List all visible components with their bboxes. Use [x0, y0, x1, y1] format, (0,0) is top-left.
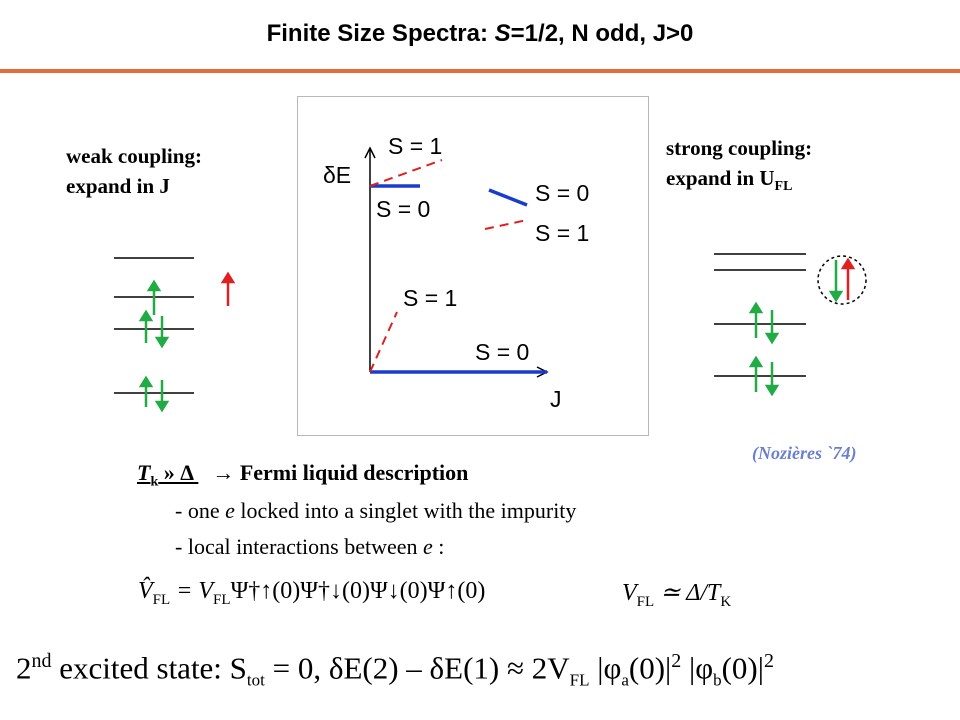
title-rule	[0, 69, 960, 73]
delta-e-axis-label: δE	[323, 162, 351, 188]
s1-level-strong	[484, 219, 528, 230]
bullet-singlet: - one e locked into a singlet with the i…	[175, 498, 577, 523]
label-s1-low: S = 1	[403, 285, 457, 311]
weak-coupling-diagram	[114, 257, 236, 413]
vfl-scaling: VFL ≃ Δ/TK	[622, 580, 732, 610]
spectrum-plot-panel	[297, 96, 649, 436]
bullet-local-interactions: - local interactions between e :	[175, 534, 445, 559]
j-axis-label: J	[550, 386, 562, 412]
fermi-liquid-statement: Tk » Δ → Fermi liquid description	[137, 460, 469, 490]
weak-coupling-label: weak coupling: expand in J	[66, 144, 202, 198]
strong-coupling-label: strong coupling: expand in UFL	[666, 136, 813, 195]
strong-coupling-diagram	[714, 253, 867, 397]
s0-level-strong	[488, 188, 528, 207]
label-s0-upper: S = 0	[376, 196, 430, 222]
slide-title: Finite Size Spectra: S=1/2, N odd, J>0	[266, 20, 694, 47]
s1-level-low	[369, 311, 398, 373]
spectrum-plot: δE J S = 1 S = 0 S = 0 S = 1 S = 1 S = 0	[323, 133, 589, 412]
fermi-liquid-hamiltonian: V̂FL = VFLΨ†↑(0)Ψ†↓(0)Ψ↓(0)Ψ↑(0)	[138, 578, 486, 608]
label-s0-right: S = 0	[535, 180, 589, 206]
label-s1-right: S = 1	[535, 220, 589, 246]
second-excited-state-equation: 2nd excited state: Stot = 0, δE(2) – δE(…	[16, 650, 774, 690]
label-s1-top: S = 1	[388, 133, 442, 159]
label-s0-ground: S = 0	[475, 339, 529, 365]
reference-citation: (Nozières `74)	[752, 443, 857, 463]
s1-level-weak	[369, 159, 443, 187]
